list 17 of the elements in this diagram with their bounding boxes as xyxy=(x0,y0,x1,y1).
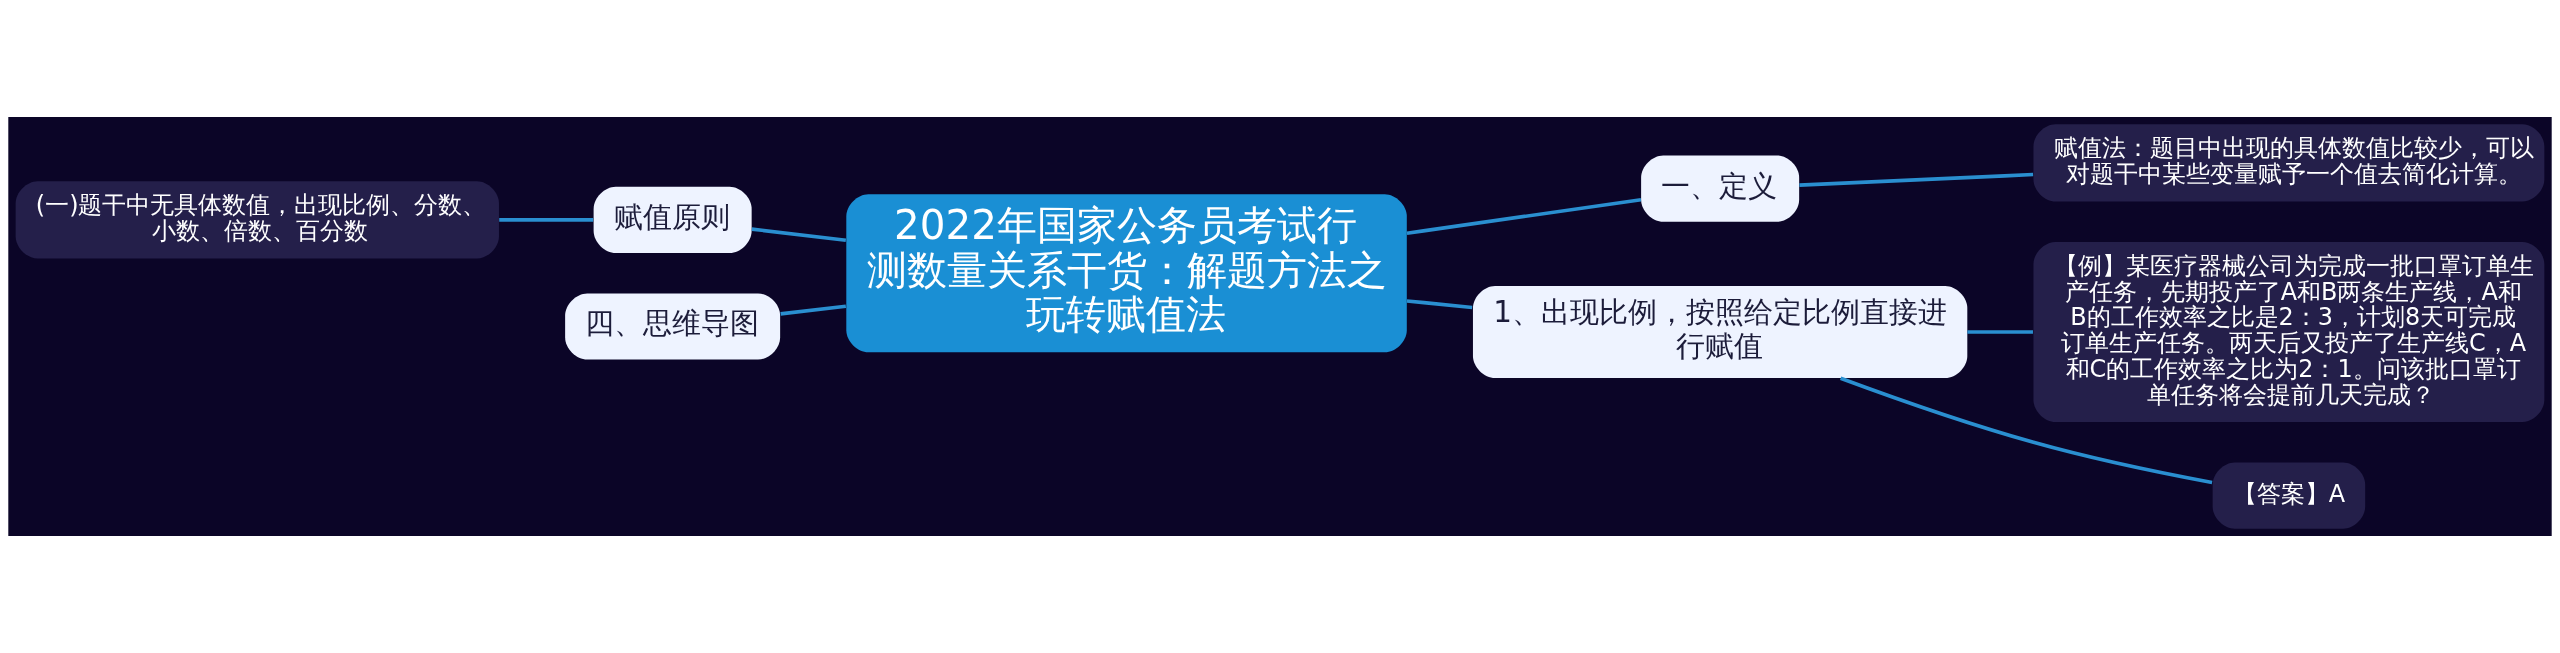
node-box: 赋值原则 xyxy=(593,186,752,253)
node-box: 赋值法：题目中出现的具体数值比较少，可以对题干中某些变量赋予一个值去简化计算。 xyxy=(2033,124,2545,202)
connector xyxy=(751,227,847,243)
connector xyxy=(1406,299,1473,310)
connector xyxy=(1406,197,1642,236)
connector xyxy=(1967,330,2033,334)
node-box: 【例】某医疗器械公司为完成一批口罩订单生产任务，先期投产了A和B两条生产线，A和B的工作效率之比是2：3，计划8天可完成订单生产任务。两天后又投产了生产线C，A和C的工作效率之比为2：1。问该批口罩订单任务将会提前几天完成？ xyxy=(2033,241,2545,423)
node-box: (一)题干中无具体数值，出现比例、分数、小数、倍数、百分数 xyxy=(15,181,499,259)
node-box: 四、思维导图 xyxy=(565,293,781,360)
node-box: 一、定义 xyxy=(1641,155,1800,222)
node-box: 【答案】A xyxy=(2212,462,2366,529)
connector xyxy=(1839,376,2213,485)
node-box: 1、出现比例，按照给定比例直接进行赋值 xyxy=(1472,286,1968,378)
connector xyxy=(499,218,594,222)
node-box: 2022年国家公务员考试行测数量关系干货：解题方法之玩转赋值法 xyxy=(846,194,1407,353)
connector xyxy=(1799,172,2034,187)
connector xyxy=(780,304,847,316)
